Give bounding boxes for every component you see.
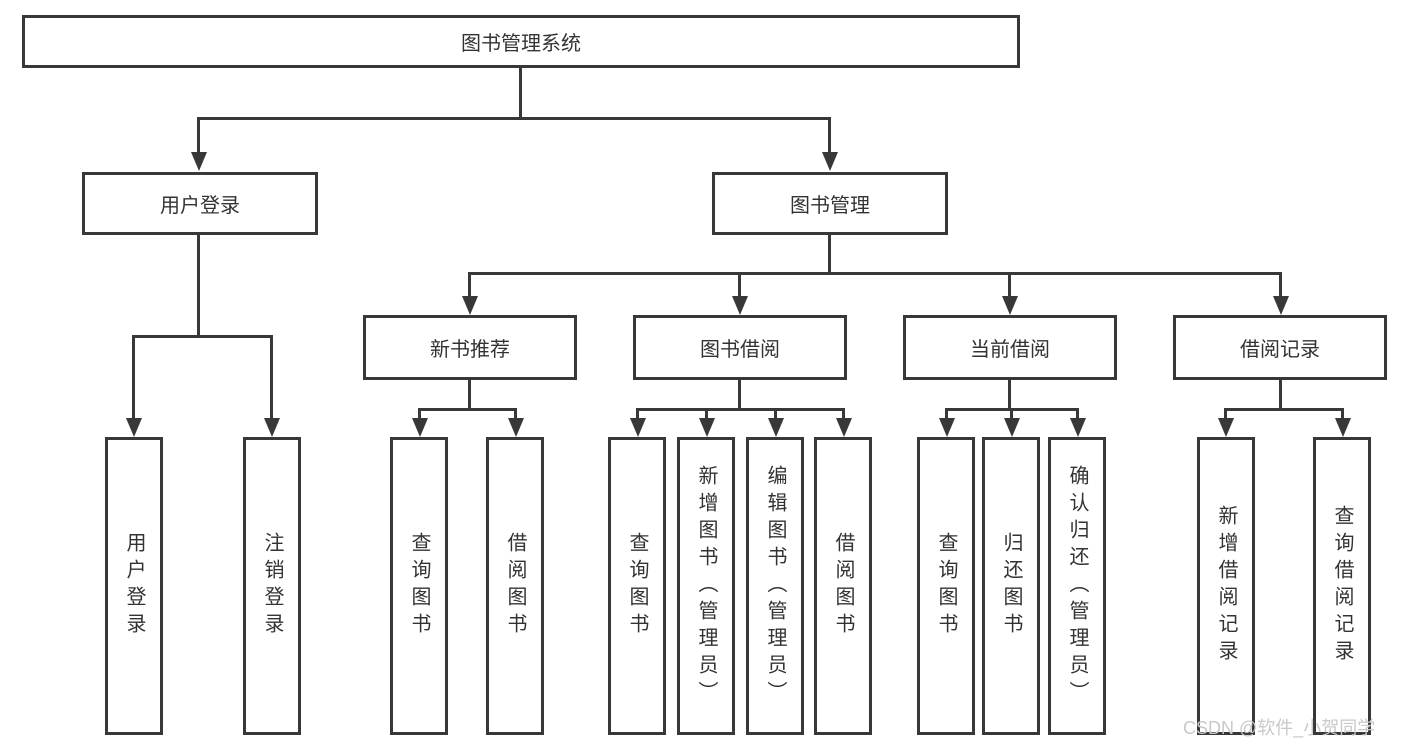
connector-current-borrow-stem bbox=[1008, 380, 1011, 410]
arrow-to-add-book bbox=[705, 408, 708, 418]
connector-book-borrow-bar bbox=[636, 408, 845, 411]
node-query-books-2-label: 查询图书 bbox=[626, 532, 648, 640]
arrow-to-new-book-recommend bbox=[468, 272, 471, 296]
arrow-to-add-borrow-record bbox=[1224, 408, 1227, 418]
arrow-to-logout-leaf bbox=[270, 335, 273, 418]
connector-user-login-bar bbox=[132, 335, 273, 338]
node-query-books-1-label: 查询图书 bbox=[408, 532, 430, 640]
csdn-watermark: CSDN @软件_小贺同学 bbox=[1183, 718, 1376, 738]
node-query-borrow-record: 查询借阅记录 bbox=[1313, 437, 1371, 735]
arrow-to-query-books-3 bbox=[945, 408, 948, 418]
arrow-to-confirm-return bbox=[1076, 408, 1079, 418]
node-edit-book-admin: 编辑图书（管理员） bbox=[746, 437, 804, 735]
node-root-label: 图书管理系统 bbox=[461, 33, 581, 55]
node-current-borrow-label: 当前借阅 bbox=[970, 339, 1050, 361]
arrow-to-borrow-books-1 bbox=[514, 408, 517, 418]
node-user-login-label: 用户登录 bbox=[160, 195, 240, 217]
arrow-to-query-books-2 bbox=[636, 408, 639, 418]
arrow-to-borrow-books-2 bbox=[842, 408, 845, 418]
node-new-book-recommend: 新书推荐 bbox=[363, 315, 577, 380]
arrow-to-current-borrow bbox=[1008, 272, 1011, 296]
arrow-to-edit-book bbox=[774, 408, 777, 418]
connector-book-management-stem bbox=[828, 235, 831, 275]
connector-borrow-records-bar bbox=[1224, 408, 1344, 411]
node-return-book: 归还图书 bbox=[982, 437, 1040, 735]
arrow-to-query-borrow-record bbox=[1341, 408, 1344, 418]
node-current-borrow: 当前借阅 bbox=[903, 315, 1117, 380]
node-borrow-books-2: 借阅图书 bbox=[814, 437, 872, 735]
connector-new-book-recommend-stem bbox=[468, 380, 471, 410]
node-query-books-3: 查询图书 bbox=[917, 437, 975, 735]
connector-new-book-recommend-bar bbox=[418, 408, 517, 411]
node-add-book-admin: 新增图书（管理员） bbox=[677, 437, 735, 735]
arrow-to-borrow-records bbox=[1279, 272, 1282, 296]
arrow-to-return-book bbox=[1010, 408, 1013, 418]
node-book-management: 图书管理 bbox=[712, 172, 948, 235]
node-user-login-leaf: 用户登录 bbox=[105, 437, 163, 735]
node-new-book-recommend-label: 新书推荐 bbox=[430, 339, 510, 361]
arrow-to-user-login bbox=[197, 117, 200, 152]
node-borrow-books-1-label: 借阅图书 bbox=[504, 532, 526, 640]
connector-level3-bar bbox=[468, 272, 1282, 275]
node-borrow-records-label: 借阅记录 bbox=[1240, 339, 1320, 361]
node-borrow-records: 借阅记录 bbox=[1173, 315, 1387, 380]
node-logout-leaf-label: 注销登录 bbox=[261, 532, 283, 640]
node-borrow-books-1: 借阅图书 bbox=[486, 437, 544, 735]
node-return-book-label: 归还图书 bbox=[1000, 532, 1022, 640]
node-book-borrow-label: 图书借阅 bbox=[700, 339, 780, 361]
connector-user-login-stem bbox=[197, 235, 200, 337]
node-user-login-leaf-label: 用户登录 bbox=[123, 532, 145, 640]
arrow-to-user-login-leaf bbox=[132, 335, 135, 418]
node-add-borrow-record-label: 新增借阅记录 bbox=[1215, 505, 1237, 667]
node-logout-leaf: 注销登录 bbox=[243, 437, 301, 735]
node-add-book-admin-label: 新增图书（管理员） bbox=[695, 464, 717, 708]
node-book-management-label: 图书管理 bbox=[790, 195, 870, 217]
connector-root-stem bbox=[519, 68, 522, 118]
node-user-login: 用户登录 bbox=[82, 172, 318, 235]
node-query-books-2: 查询图书 bbox=[608, 437, 666, 735]
connector-borrow-records-stem bbox=[1279, 380, 1282, 410]
connector-book-borrow-stem bbox=[738, 380, 741, 410]
arrow-to-book-borrow bbox=[738, 272, 741, 296]
node-query-books-1: 查询图书 bbox=[390, 437, 448, 735]
node-root: 图书管理系统 bbox=[22, 15, 1020, 68]
node-edit-book-admin-label: 编辑图书（管理员） bbox=[764, 464, 786, 708]
node-query-books-3-label: 查询图书 bbox=[935, 532, 957, 640]
node-confirm-return-admin-label: 确认归还（管理员） bbox=[1066, 464, 1088, 708]
node-borrow-books-2-label: 借阅图书 bbox=[832, 532, 854, 640]
node-add-borrow-record: 新增借阅记录 bbox=[1197, 437, 1255, 735]
connector-level2-bar bbox=[197, 117, 831, 120]
arrow-to-query-books-1 bbox=[418, 408, 421, 418]
node-book-borrow: 图书借阅 bbox=[633, 315, 847, 380]
arrow-to-book-management bbox=[828, 117, 831, 152]
node-confirm-return-admin: 确认归还（管理员） bbox=[1048, 437, 1106, 735]
node-query-borrow-record-label: 查询借阅记录 bbox=[1331, 505, 1353, 667]
